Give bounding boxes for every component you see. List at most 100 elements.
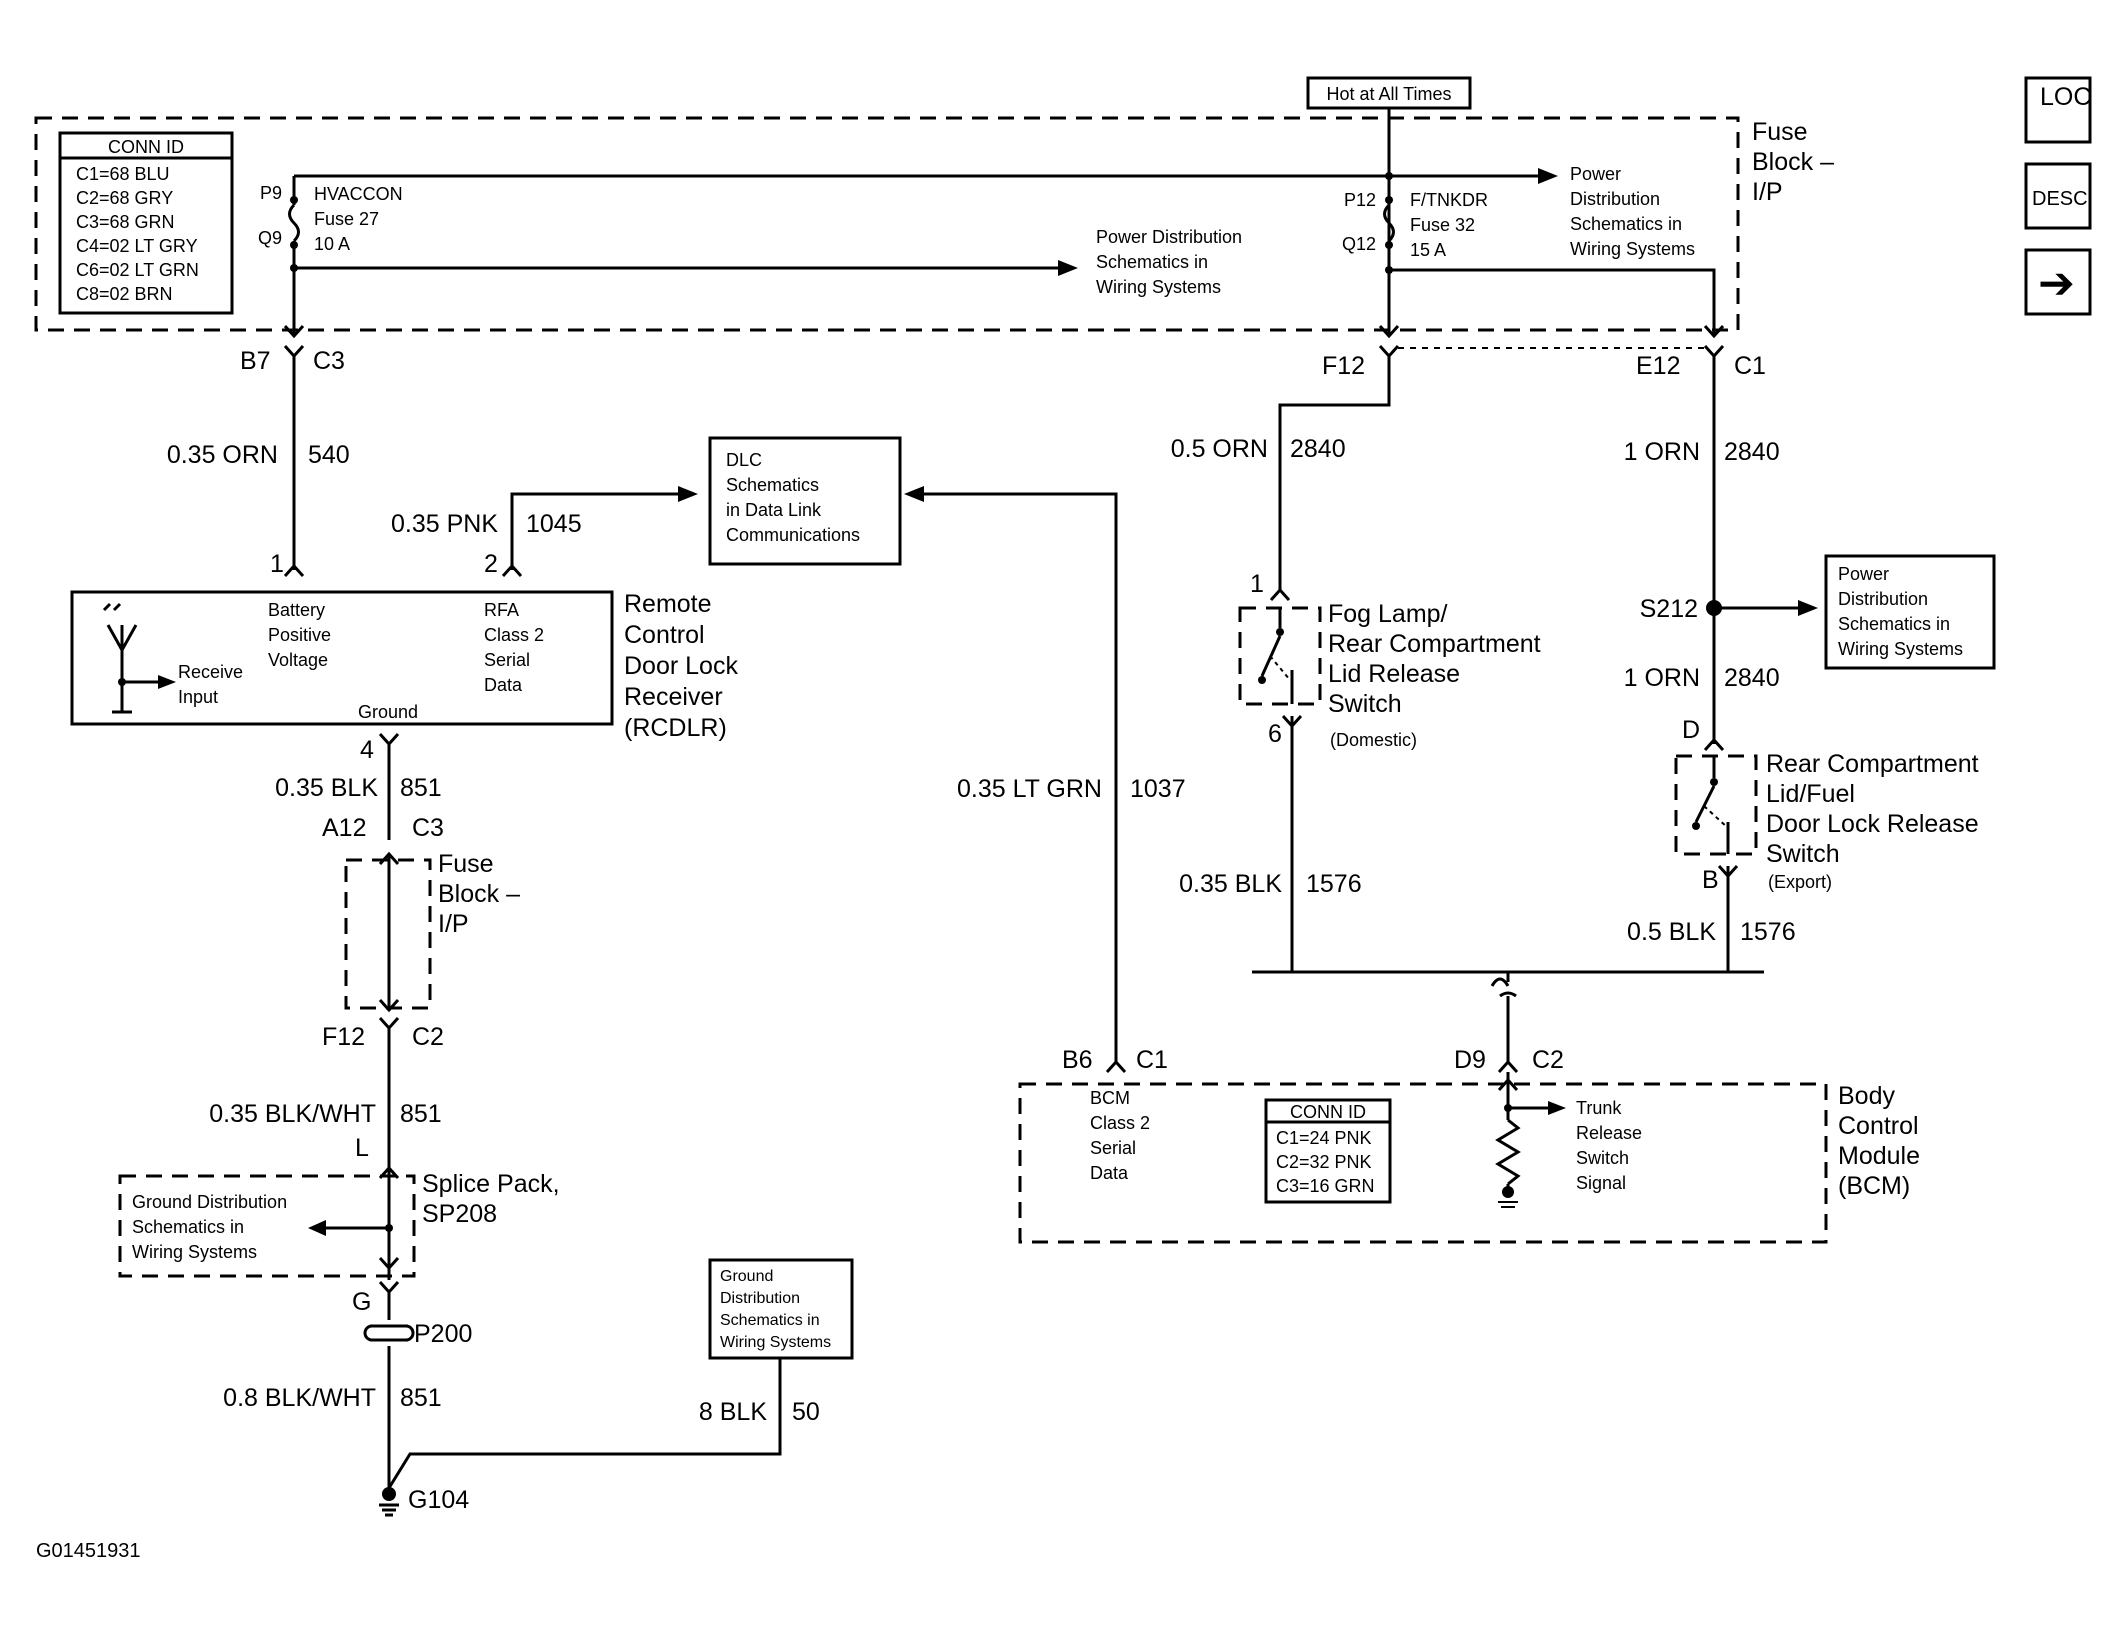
rear-switch-pin-bot: B [1702, 866, 1719, 894]
svg-text:C8=02 BRN: C8=02 BRN [76, 284, 173, 304]
conn-c1-label: C1 [1734, 352, 1766, 380]
connector-b7-c3 [283, 344, 305, 359]
splice-pack-outline [118, 1174, 416, 1278]
figure-id: G01451931 [36, 1540, 141, 1562]
svg-text:RFA: RFA [484, 600, 519, 620]
gds-splice-text: Ground Distribution Schematics in Wiring… [132, 1192, 292, 1262]
svg-text:Schematics in: Schematics in [720, 1312, 820, 1329]
svg-text:Wiring Systems: Wiring Systems [720, 1334, 831, 1351]
conn-id-table-top: CONN ID C1=68 BLU C2=68 GRY C3=68 GRN C4… [58, 131, 234, 315]
svg-text:15 A: 15 A [1410, 240, 1446, 260]
wire-540-circuit: 540 [308, 441, 350, 469]
pds-right-text: Power Distribution Schematics in Wiring … [1570, 164, 1695, 259]
svg-text:Q9: Q9 [258, 228, 282, 248]
wire-1045 [510, 492, 680, 570]
splice-dot-icon [385, 1224, 393, 1232]
svg-text:Serial: Serial [484, 650, 530, 670]
next-arrow-icon: ➔ [2038, 259, 2075, 308]
svg-text:Hot at All Times: Hot at All Times [1326, 84, 1451, 104]
fog-lamp-switch [1238, 606, 1322, 706]
svg-text:Ground: Ground [358, 702, 418, 722]
gds-bottom-box: Ground Distribution Schematics in Wiring… [708, 1258, 854, 1360]
wire-2840b-size: 1 ORN [1624, 438, 1700, 466]
rcdlr-pin2: 2 [484, 550, 498, 578]
wire-1037-size: 0.35 LT GRN [957, 775, 1102, 803]
wire-851c-size: 0.8 BLK/WHT [223, 1384, 376, 1412]
svg-text:C3=16 GRN: C3=16 GRN [1276, 1176, 1375, 1196]
wire-50 [387, 1343, 782, 1489]
connector-g [378, 1280, 400, 1295]
wire-2840b-circuit: 2840 [1724, 438, 1780, 466]
svg-text:Fuse 32: Fuse 32 [1410, 215, 1475, 235]
rear-compartment-switch [1674, 754, 1758, 856]
wire-1576b-circuit: 1576 [1740, 918, 1796, 946]
wire-540-size: 0.35 ORN [167, 441, 278, 469]
wire-851b-size: 0.35 BLK/WHT [209, 1100, 376, 1128]
g104-label: G104 [408, 1486, 469, 1514]
dlc-box: DLC Schematics in Data Link Communicatio… [708, 436, 902, 566]
bcm-outline [1018, 1082, 1828, 1244]
connector-break-icon [1499, 991, 1517, 998]
wire-2840c-size: 1 ORN [1624, 664, 1700, 692]
conn-id-table-bcm: CONN ID C1=24 PNK C2=32 PNK C3=16 GRN [1264, 1098, 1392, 1204]
svg-text:Distribution: Distribution [1838, 589, 1928, 609]
wire-851b-circuit: 851 [400, 1100, 442, 1128]
loc-button[interactable]: LOC [2024, 76, 2092, 144]
fog-switch-pin-top: 1 [1250, 570, 1264, 598]
wire-851a-circuit: 851 [400, 774, 442, 802]
bcm-trunk-text: Trunk Release Switch Signal [1576, 1098, 1647, 1193]
antenna-icon [102, 602, 176, 714]
arrow-icon [283, 324, 305, 339]
svg-text:Communications: Communications [726, 525, 860, 545]
connector-e12-c1 [1703, 344, 1725, 359]
fog-switch-pin-bot: 6 [1268, 720, 1282, 748]
rcdlr-title: Remote Control Door Lock Receiver (RCDLR… [624, 590, 745, 742]
rear-switch-pin-top: D [1682, 716, 1700, 744]
arrow-icon [1538, 168, 1558, 184]
svg-text:Data: Data [484, 675, 523, 695]
arrow-icon [1058, 260, 1078, 276]
wire-851c-circuit: 851 [400, 1384, 442, 1412]
rear-switch-title: Rear Compartment Lid/Fuel Door Lock Rele… [1766, 750, 1986, 868]
next-button[interactable]: ➔ [2024, 248, 2092, 316]
wire-1045-circuit: 1045 [526, 510, 582, 538]
conn-c2b-label: C2 [1532, 1046, 1564, 1074]
connector-f12 [1378, 344, 1400, 359]
desc-button[interactable]: DESC [2024, 162, 2092, 230]
svg-text:Class 2: Class 2 [484, 625, 544, 645]
svg-text:in Data Link: in Data Link [726, 500, 822, 520]
rcdlr-pin1: 1 [270, 550, 284, 578]
loc-button-label: LOC [2040, 83, 2091, 111]
rcdlr-module: Battery Positive Voltage RFA Class 2 Ser… [70, 590, 614, 726]
p200-label: P200 [414, 1320, 472, 1348]
conn-c3-label: C3 [313, 347, 345, 375]
fuse-block-mid-title: Fuse Block – I/P [438, 850, 527, 938]
arrow-icon [1269, 587, 1291, 602]
svg-text:C6=02 LT GRN: C6=02 LT GRN [76, 260, 199, 280]
wire-2840-a [1278, 356, 1391, 592]
svg-text:CONN ID: CONN ID [108, 137, 184, 157]
bcm-title: Body Control Module (BCM) [1838, 1082, 1927, 1200]
p200-connector-icon [363, 1324, 415, 1342]
conn-f12b-label: F12 [322, 1023, 365, 1051]
wire-1037-circuit: 1037 [1130, 775, 1186, 803]
fuse32-branch-wire [1389, 268, 1716, 334]
arrow-icon [378, 851, 400, 866]
fuse-block-top-title: Fuse Block – I/P [1752, 118, 1841, 206]
fog-switch-title: Fog Lamp/ Rear Compartment Lid Release S… [1328, 600, 1548, 718]
arrow-icon [378, 1165, 400, 1180]
wire-1576a-size: 0.35 BLK [1179, 870, 1282, 898]
wire-50-circuit: 50 [792, 1398, 820, 1426]
fuse-block-top-outline [34, 116, 1740, 332]
svg-text:10 A: 10 A [314, 234, 350, 254]
svg-text:C1=68 BLU: C1=68 BLU [76, 164, 170, 184]
arrow-icon [378, 732, 400, 747]
wire-1037 [922, 492, 1118, 1062]
splice-title: Splice Pack, SP208 [422, 1170, 567, 1228]
wire-1045-size: 0.35 PNK [391, 510, 498, 538]
svg-text:Positive: Positive [268, 625, 331, 645]
pds-mid-text: Power Distribution Schematics in Wiring … [1096, 227, 1247, 297]
conn-b7-label: B7 [240, 347, 271, 375]
connector-f12-c2 [378, 1016, 400, 1031]
